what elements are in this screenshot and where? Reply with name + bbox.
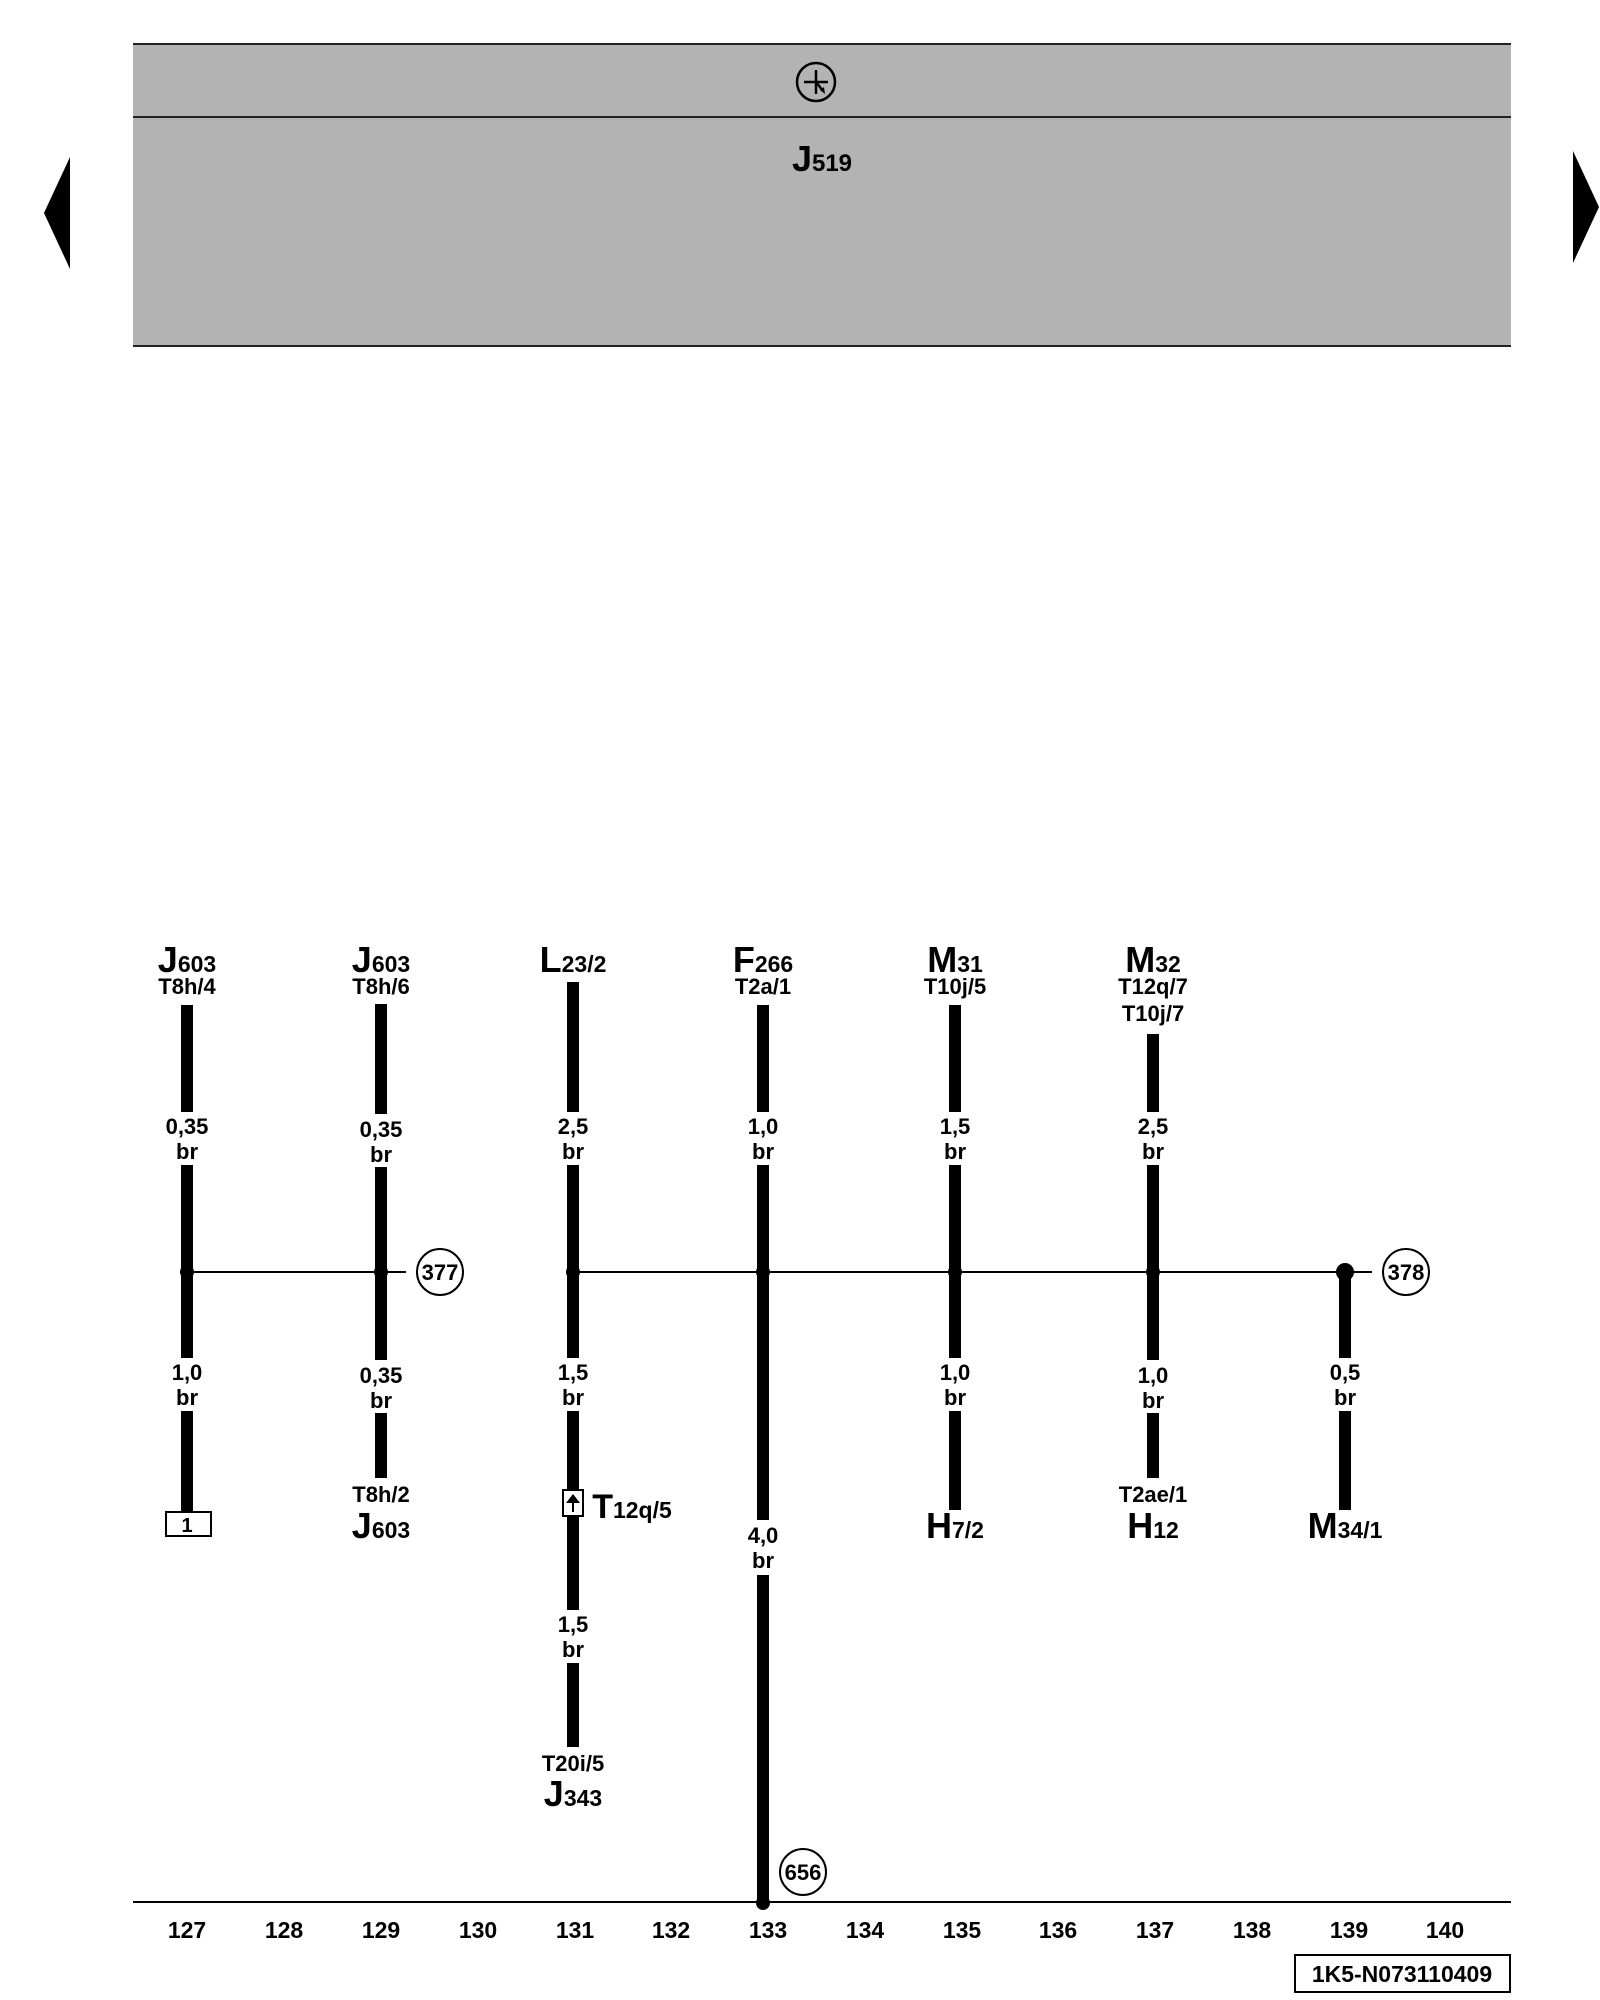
- w127-lower-color: br: [176, 1385, 198, 1410]
- component-title: J519: [133, 138, 1511, 180]
- w127-terminal-label: 1: [181, 1515, 192, 1537]
- w137-bottom-component: H12: [1127, 1505, 1179, 1546]
- header-component-band: J519: [133, 116, 1511, 347]
- w133-ground-dot: [756, 1896, 770, 1910]
- w135-upper-color: br: [944, 1139, 966, 1164]
- w137-lower-size: 1,0: [1138, 1363, 1169, 1388]
- w137-top-pin: T12q/7: [1118, 974, 1188, 999]
- column-number-133: 133: [749, 1917, 787, 1943]
- ref-378-circle: [1382, 1248, 1430, 1296]
- column-number-130: 130: [459, 1917, 497, 1943]
- prev-page-arrow-icon[interactable]: [44, 157, 70, 269]
- w127-upper-size: 0,35: [166, 1114, 209, 1139]
- w129-upper-size: 0,35: [360, 1117, 403, 1142]
- column-number-129: 129: [362, 1917, 400, 1943]
- w129-junction-dot: [374, 1265, 388, 1279]
- w131-upper-color: br: [562, 1139, 584, 1164]
- w139-lower-size: 0,5: [1330, 1360, 1361, 1385]
- ref-378-label: 378: [1388, 1260, 1425, 1285]
- w129-lower-size: 0,35: [360, 1363, 403, 1388]
- w133-lower-size: 4,0: [748, 1523, 779, 1548]
- w131-connector-arrow-icon: [566, 1494, 580, 1503]
- w135-lower-color: br: [944, 1385, 966, 1410]
- w131-connector-label: T12q/5: [592, 1488, 672, 1526]
- column-number-140: 140: [1426, 1917, 1464, 1943]
- column-number-138: 138: [1233, 1917, 1272, 1943]
- w127-top-pin: T8h/4: [158, 974, 216, 999]
- column-number-135: 135: [943, 1917, 982, 1943]
- ref-377-circle: [416, 1248, 464, 1296]
- column-number-134: 134: [846, 1917, 885, 1943]
- w131-bottom-pin: T20i/5: [542, 1751, 604, 1776]
- column-number-128: 128: [265, 1917, 304, 1943]
- w131-lower2-size: 1,5: [558, 1612, 589, 1637]
- w131-bottom-component: J343: [544, 1773, 602, 1814]
- w135-upper-size: 1,5: [940, 1114, 971, 1139]
- header-symbol-band: [133, 43, 1511, 117]
- next-page-arrow-icon[interactable]: [1573, 151, 1599, 263]
- w133-top-component: F266: [733, 939, 793, 980]
- ref-377-label: 377: [422, 1260, 459, 1285]
- ref-656-circle: [779, 1848, 827, 1896]
- column-number-137: 137: [1136, 1917, 1174, 1943]
- w127-junction-dot: [180, 1265, 194, 1279]
- w129-upper-color: br: [370, 1142, 392, 1167]
- w133-lower-color: br: [752, 1548, 774, 1573]
- component-number: 519: [811, 150, 853, 177]
- w137-top-pin2: T10j/7: [1122, 1001, 1184, 1026]
- w131-junction-dot: [566, 1265, 580, 1279]
- w135-junction-dot: [948, 1265, 962, 1279]
- w131-top-component: L23/2: [540, 939, 607, 980]
- w133-junction-dot: [756, 1265, 770, 1279]
- column-number-132: 132: [652, 1917, 690, 1943]
- w137-upper-color: br: [1142, 1139, 1164, 1164]
- w139-bottom-component: M34/1: [1308, 1505, 1383, 1546]
- w127-upper-color: br: [176, 1139, 198, 1164]
- w135-bottom-component: H7/2: [926, 1505, 984, 1546]
- w127-terminal-box: [165, 1511, 212, 1537]
- w131-upper-size: 2,5: [558, 1114, 589, 1139]
- component-letter: J: [791, 138, 812, 179]
- w135-top-component: M31: [927, 939, 983, 980]
- w135-lower-size: 1,0: [940, 1360, 971, 1385]
- w137-junction-dot: [1146, 1265, 1160, 1279]
- ground-chassis-symbol-icon: [795, 61, 837, 103]
- w133-upper-color: br: [752, 1139, 774, 1164]
- w137-upper-size: 2,5: [1138, 1114, 1169, 1139]
- doc-id-box: [1294, 1954, 1511, 1993]
- w129-top-pin: T8h/6: [352, 974, 409, 999]
- column-number-139: 139: [1330, 1917, 1368, 1943]
- w127-lower-size: 1,0: [172, 1360, 203, 1385]
- w133-top-pin: T2a/1: [735, 974, 791, 999]
- w137-bottom-pin: T2ae/1: [1119, 1482, 1188, 1507]
- w131-lower2-color: br: [562, 1637, 584, 1662]
- w129-bottom-pin: T8h/2: [352, 1482, 409, 1507]
- w129-bottom-component: J603: [352, 1505, 410, 1546]
- w135-top-pin: T10j/5: [924, 974, 986, 999]
- w131-lower-size: 1,5: [558, 1360, 589, 1385]
- w139-lower-color: br: [1334, 1385, 1356, 1410]
- w137-top-component: M32: [1125, 939, 1181, 980]
- column-number-131: 131: [556, 1917, 595, 1943]
- column-number-127: 127: [168, 1917, 206, 1943]
- w129-lower-color: br: [370, 1388, 392, 1413]
- ref-656-label: 656: [785, 1860, 822, 1885]
- w133-upper-size: 1,0: [748, 1114, 779, 1139]
- w129-top-component: J603: [352, 939, 410, 980]
- w131-lower-color: br: [562, 1385, 584, 1410]
- w127-top-component: J603: [158, 939, 216, 980]
- doc-id-label: 1K5-N073110409: [1312, 1961, 1492, 1987]
- column-number-136: 136: [1039, 1917, 1077, 1943]
- w137-lower-color: br: [1142, 1388, 1164, 1413]
